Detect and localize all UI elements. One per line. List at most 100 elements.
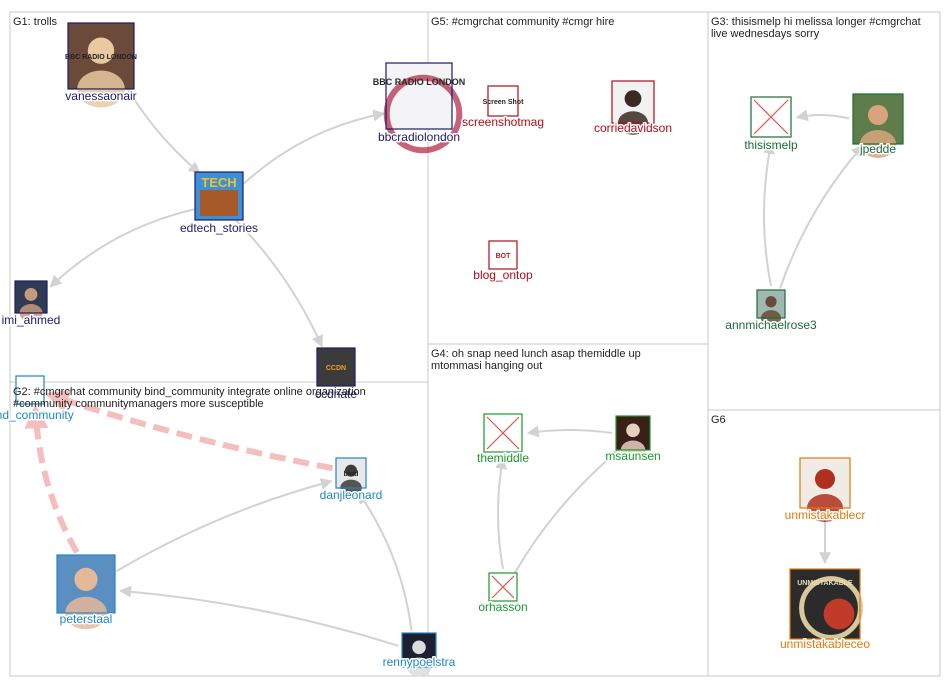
broken-image-icon [484,414,522,452]
node-ccdnate[interactable]: CCDN ccdnate [313,347,359,403]
edge-orhasson-to-msaunsen [513,449,620,574]
node-frame [194,171,244,221]
edge-vanessaonair-to-edtech_stories [123,83,201,174]
avatar-text: TECH [201,175,236,190]
avatar-text: UNMISTAKABLE [797,580,853,587]
node-label: edtech_stories [180,221,258,235]
edge-orhasson-to-themiddle [495,456,507,570]
edge-edtech_stories-to-bbcradiolondon [243,109,386,185]
node-bind_community[interactable]: bind_community [0,375,75,424]
node-label: jpedde [859,142,896,156]
group-box-g5 [427,11,709,345]
group-title-g2: G2: #cmgrchat community bind_community i… [13,386,366,410]
screenshot-logo-icon: Screen Shot [483,86,525,116]
node-label: orhasson [478,600,527,614]
node-screenshotmag[interactable]: Screen Shot screenshotmag [460,85,546,131]
group-title-g3: G3: thisismelp hi melissa longer #cmgrch… [711,16,921,40]
node-msaunsen[interactable]: msaunsen [604,415,662,465]
node-label: unmistakablecr [785,508,866,522]
group-title-line: G3: thisismelp hi melissa longer #cmgrch… [711,16,921,28]
node-label: corriedavidson [594,121,672,135]
blank-avatar-icon [16,376,44,404]
broken-image-icon [489,573,517,601]
group-title-line: G4: oh snap need lunch asap themiddle up [431,348,641,360]
node-label: screenshotmag [462,115,544,129]
edge-annmichaelrose3-to-thisismelp [763,141,775,287]
node-label: peterstaal [60,612,113,626]
edge-rennypoelstra-to-danjleonard [357,491,413,631]
edge-edtech_stories-to-ccdnate [234,218,323,348]
node-annmichaelrose3[interactable]: annmichaelrose3 [724,289,819,334]
node-label: annmichaelrose3 [725,318,817,332]
tech-logo-icon: TECH [195,172,243,220]
node-frame [852,93,904,145]
node-orhasson[interactable]: orhasson [477,572,529,616]
avatar-text: CCDN [326,365,346,372]
node-frame [789,568,861,640]
node-peterstaal[interactable]: peterstaal [56,554,116,630]
node-label: ccdnate [315,387,357,401]
node-frame [401,632,437,668]
group-title-line: G2: #cmgrchat community bind_community i… [13,386,366,398]
avatar-text: BBC RADIO LONDON [65,54,137,61]
node-frame [56,554,116,614]
node-unmistakablecr[interactable]: unmistakablecr [783,457,867,524]
node-imi_ahmed[interactable]: imi_ahmed [0,280,62,329]
broken-image-icon [751,97,791,137]
group-box-g2 [9,381,429,677]
node-label: blog_ontop [473,268,533,282]
node-jpedde[interactable]: jpedde [852,93,904,158]
group-title-g6: G6 [711,414,726,426]
node-corriedavidson[interactable]: corriedavidson [592,80,674,137]
node-frame [14,280,48,314]
node-frame [483,413,523,453]
node-label: themiddle [477,451,529,465]
node-thisismelp[interactable]: thisismelp [743,96,799,154]
edge-peterstaal-to-danjleonard [115,478,333,573]
node-frame [335,457,367,489]
edge-jpedde-to-thisismelp [795,109,850,122]
bot-logo-icon: BOT [489,241,517,269]
node-frame [316,347,356,387]
edge-msaunsen-to-themiddle [526,425,613,438]
unmistakable-logo-icon: UNMISTAKABLE [790,569,863,640]
node-frame [67,22,135,90]
node-frame [488,240,518,270]
person-photo-icon [616,416,650,460]
group-box-g4 [427,343,709,677]
node-unmistakableceo[interactable]: UNMISTAKABLE unmistakableceo [778,568,872,653]
node-frame [15,375,45,405]
node-frame [615,415,651,451]
node-themiddle[interactable]: themiddle [475,413,531,467]
edges-layer [24,83,864,647]
person-photo-icon [757,290,785,326]
node-frame [385,62,453,130]
node-label: unmistakableceo [780,637,870,651]
node-label: rennypoelstra [383,655,456,669]
node-label: bbcradiolondon [378,130,460,144]
person-photo-icon [57,555,115,630]
node-rennypoelstra[interactable]: rennypoelstra [381,632,457,677]
node-vanessaonair[interactable]: BBC RADIO LONDON vanessaonair [64,22,138,108]
group-box-g3 [707,11,941,411]
node-frame [799,457,851,509]
node-label: vanessaonair [65,89,136,103]
node-frame [488,572,518,602]
avatar-text: Screen Shot [483,99,525,106]
group-title-line: live wednesdays sorry [711,28,820,40]
edge-danjleonard-to-bind_community [44,389,334,472]
node-edtech_stories[interactable]: TECH edtech_stories [178,171,260,237]
edge-annmichaelrose3-to-jpedde [779,144,864,289]
node-label: danjleonard [320,488,383,502]
group-title-g5: G5: #cmgrchat community #cmgr hire [431,16,614,28]
edge-rennypoelstra-to-peterstaal [119,585,399,647]
group-title-line: #community communitymanagers more suscep… [13,398,264,410]
node-bbcradiolondon[interactable]: BBC RADIO LONDON bbcradiolondon [373,62,466,154]
node-label: bind_community [0,408,74,422]
node-label: msaunsen [605,449,660,463]
avatar-text: BBC RADIO LONDON [373,77,466,87]
node-frame [611,80,655,124]
